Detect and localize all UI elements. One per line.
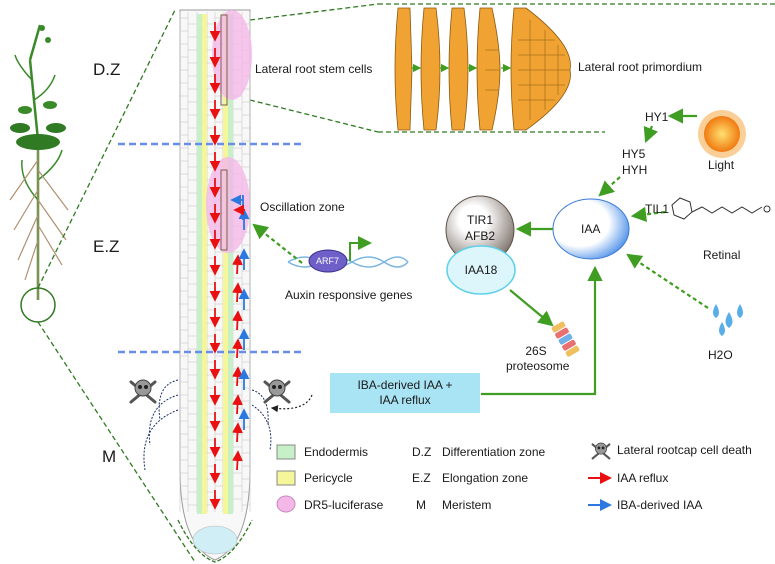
skull-crossbones-icon — [129, 379, 157, 404]
legend-ez-full: Elongation zone — [442, 471, 529, 485]
iaa-reflux-arrows — [209, 22, 243, 510]
retinal-label: Retinal — [703, 248, 741, 262]
iba-box-line2: IAA reflux — [379, 393, 431, 407]
legend-m-abbr: M — [416, 498, 426, 512]
oscillation-zone-label: Oscillation zone — [260, 200, 345, 214]
legend-dz-abbr: D.Z — [412, 445, 432, 459]
dr5-signal — [212, 10, 252, 100]
lateral-root-stages — [394, 7, 571, 131]
light-label: Light — [708, 158, 735, 172]
proteasome-label: proteosome — [506, 359, 570, 373]
legend-iaa-reflux: IAA reflux — [617, 471, 669, 485]
pericycle-band — [202, 14, 207, 514]
plant-icon — [9, 24, 69, 323]
endodermis-band — [228, 14, 233, 514]
iaa18-node — [446, 245, 516, 295]
legend-pericycle: Pericycle — [304, 471, 353, 485]
afb2-label: AFB2 — [464, 229, 495, 243]
iba-derived-iaa-box: IBA-derived IAA + IAA reflux — [330, 373, 480, 413]
auxin-responsive-genes-label: Auxin responsive genes — [285, 288, 413, 302]
legend-endodermis: Endodermis — [304, 445, 369, 459]
hy5-label: HY5 — [622, 147, 646, 161]
iba-box-line1: IBA-derived IAA + — [357, 378, 453, 392]
skull-crossbones-icon — [591, 442, 611, 460]
arf7-label: ARF7 — [316, 256, 340, 266]
lateral-root-primordium-label: Lateral root primordium — [578, 60, 703, 74]
legend-ez-abbr: E.Z — [412, 471, 431, 485]
iaa-label: IAA — [581, 222, 601, 236]
legend-cell-death: Lateral rootcap cell death — [617, 443, 752, 457]
sun-icon — [698, 110, 746, 158]
skull-crossbones-icon — [263, 379, 291, 404]
legend-m-full: Meristem — [442, 498, 492, 512]
pericycle-band — [223, 14, 228, 514]
zone-ez-label: E.Z — [93, 237, 120, 256]
hyh-label: HYH — [622, 163, 648, 177]
lateral-root-stem-cells-label: Lateral root stem cells — [255, 62, 373, 76]
legend-dz-full: Differentiation zone — [442, 445, 546, 459]
iaa18-label: IAA18 — [464, 263, 498, 277]
dr5-signal — [206, 157, 250, 253]
legend-dr5: DR5-luciferase — [304, 498, 384, 512]
h2o-label: H2O — [708, 348, 733, 362]
legend-iba-iaa: IBA-derived IAA — [617, 498, 703, 512]
zone-dz-label: D.Z — [93, 60, 121, 79]
proteasome-icon — [551, 321, 580, 357]
water-drops-icon — [713, 304, 743, 336]
retinal-molecule-icon — [671, 197, 771, 220]
proteasome-26s-label: 26S — [525, 344, 547, 358]
arf7-node — [308, 249, 348, 273]
tir1-label: TIR1 — [466, 213, 493, 227]
hy1-label: HY1 — [645, 110, 669, 124]
dna-icon — [287, 256, 409, 268]
zone-m-label: M — [102, 447, 117, 466]
til1-label: TIL1 — [645, 202, 670, 216]
endodermis-band — [197, 14, 202, 514]
